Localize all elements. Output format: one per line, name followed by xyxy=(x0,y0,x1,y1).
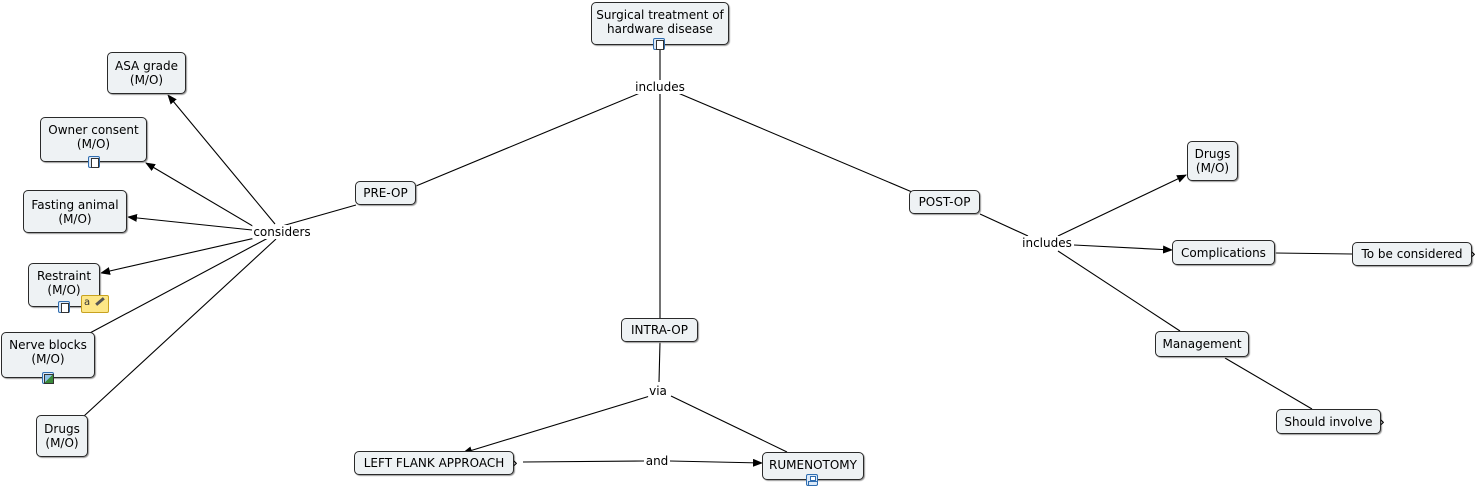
concept-drugs-post-label: Drugs (M/O) xyxy=(1194,147,1231,175)
concept-nerve-blocks[interactable]: Nerve blocks (M/O) xyxy=(1,332,95,378)
concept-intra-op[interactable]: INTRA-OP xyxy=(621,318,698,342)
linking-phrase-includes[interactable]: includes xyxy=(634,80,686,94)
concept-management[interactable]: Management xyxy=(1155,331,1249,357)
concept-owner-consent-label: Owner consent (M/O) xyxy=(48,123,139,151)
link-via-rumenotomy xyxy=(670,395,788,453)
linking-phrase-via[interactable]: via xyxy=(648,384,668,398)
concept-left-flank-approach[interactable]: LEFT FLANK APPROACH xyxy=(354,451,514,475)
concept-asa-grade-label: ASA grade (M/O) xyxy=(115,59,178,87)
link-considers-nerve xyxy=(87,237,269,335)
concept-nerve-blocks-label: Nerve blocks (M/O) xyxy=(9,338,87,366)
link-complications-considered xyxy=(1274,252,1353,255)
concept-post-op[interactable]: POST-OP xyxy=(909,190,980,214)
nested-node-expand-icon[interactable]: ›› xyxy=(1471,248,1481,260)
link-considers-drugs xyxy=(83,238,277,417)
image-resource-icon[interactable] xyxy=(42,372,54,384)
linking-phrase-and[interactable]: and xyxy=(644,454,670,468)
linking-phrase-considers[interactable]: considers xyxy=(252,225,312,239)
link-leftflank-and xyxy=(522,460,645,463)
concept-to-be-considered-label: To be considered xyxy=(1361,247,1463,261)
document-resource-icon[interactable] xyxy=(58,301,70,313)
document-resource-icon[interactable] xyxy=(653,38,665,50)
link-considers-asa xyxy=(167,94,276,225)
link-includes-complications xyxy=(1073,244,1173,254)
concept-asa-grade[interactable]: ASA grade (M/O) xyxy=(107,52,186,94)
concept-drugs-pre-label: Drugs (M/O) xyxy=(44,422,80,450)
nested-node-expand-icon[interactable]: ›› xyxy=(1380,416,1390,428)
concept-should-involve-label: Should involve xyxy=(1284,414,1373,429)
link-via-leftflank xyxy=(462,395,651,455)
concept-post-op-label: POST-OP xyxy=(918,195,971,209)
concept-fasting-animal[interactable]: Fasting animal (M/O) xyxy=(23,190,127,233)
pencil-icon xyxy=(95,297,105,306)
link-intraop-via xyxy=(658,341,661,383)
link-considers-fasting xyxy=(127,213,253,231)
document-resource-icon[interactable] xyxy=(88,156,100,168)
concept-fasting-animal-label: Fasting animal (M/O) xyxy=(31,197,119,226)
concept-intra-op-label: INTRA-OP xyxy=(631,323,688,337)
concept-root-label: Surgical treatment of hardware disease xyxy=(596,8,724,36)
concept-drugs-post[interactable]: Drugs (M/O) xyxy=(1187,141,1238,181)
link-includes-management xyxy=(1057,250,1181,332)
nested-node-expand-icon[interactable]: ›› xyxy=(513,457,523,469)
link-management-involve xyxy=(1224,357,1313,410)
link-considers-restraint xyxy=(100,237,256,275)
concept-drugs-pre[interactable]: Drugs (M/O) xyxy=(36,415,88,457)
concept-complications-label: Complications xyxy=(1181,245,1266,260)
link-and-rumenotomy xyxy=(669,458,763,467)
note-letter-icon: a xyxy=(84,297,91,308)
link-includes-preop xyxy=(415,92,641,187)
concept-rumenotomy-label: RUMENOTOMY xyxy=(769,458,857,472)
concept-map-resource-icon[interactable] xyxy=(806,474,818,486)
annotation-note-icon[interactable]: a xyxy=(81,295,109,313)
concept-complications[interactable]: Complications xyxy=(1172,240,1275,265)
concept-should-involve[interactable]: Should involve xyxy=(1276,409,1381,434)
link-preop-considers xyxy=(281,204,357,227)
linking-phrase-includes-post[interactable]: includes xyxy=(1021,236,1073,250)
link-includes-postop xyxy=(677,92,913,193)
concept-pre-op-label: PRE-OP xyxy=(363,186,408,200)
concept-pre-op[interactable]: PRE-OP xyxy=(355,181,416,205)
concept-restraint-label: Restraint (M/O) xyxy=(36,269,92,297)
link-considers-owner xyxy=(145,162,257,229)
concept-left-flank-approach-label: LEFT FLANK APPROACH xyxy=(363,456,505,470)
concept-management-label: Management xyxy=(1162,337,1242,351)
link-postop-includes xyxy=(979,213,1029,237)
concept-root[interactable]: Surgical treatment of hardware disease xyxy=(591,2,729,45)
link-includes-drugs xyxy=(1057,174,1187,237)
concept-to-be-considered[interactable]: To be considered xyxy=(1352,242,1472,266)
